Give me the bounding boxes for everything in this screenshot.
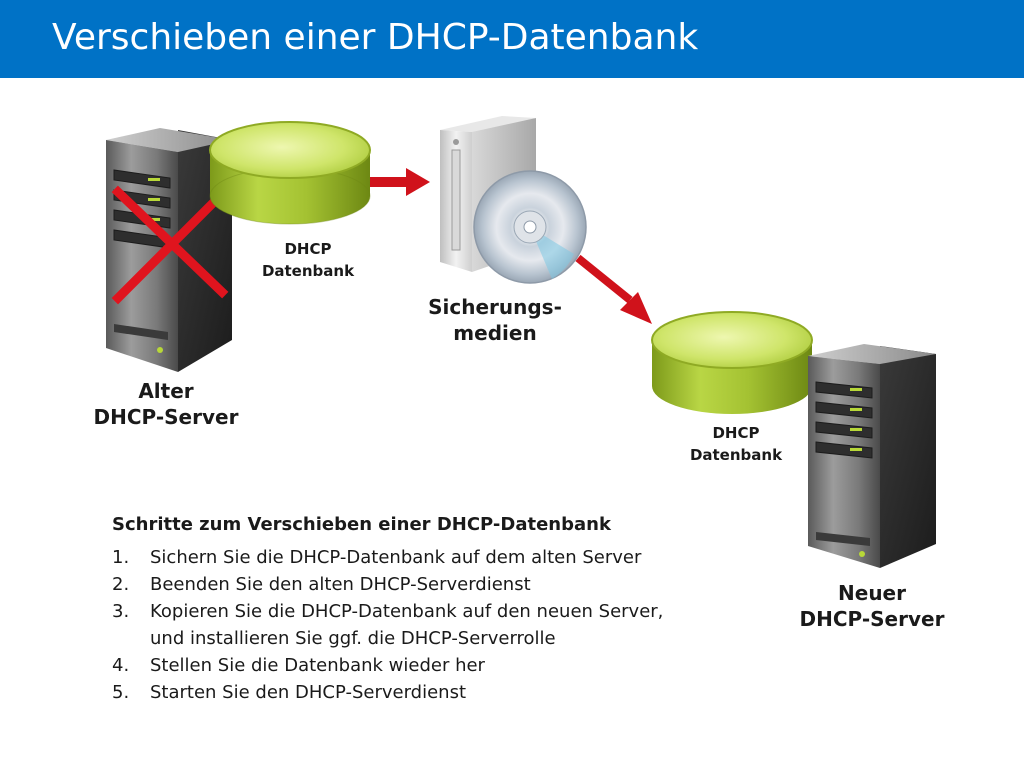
new-database-label-line1: DHCP xyxy=(712,424,760,442)
arrow-icon xyxy=(575,254,652,324)
list-item: 2. Beenden Sie den alten DHCP-Serverdien… xyxy=(112,571,752,598)
slide-title: Verschieben einer DHCP-Datenbank xyxy=(52,17,699,58)
new-database-icon xyxy=(651,311,813,414)
old-server-label-line2: DHCP-Server xyxy=(93,405,239,429)
step-number: 3. xyxy=(112,601,130,622)
backup-media-label-line1: Sicherungs- xyxy=(428,295,562,319)
backup-media-label: Sicherungs- medien xyxy=(410,294,580,346)
step-number: 4. xyxy=(112,655,130,676)
steps-list: 1. Sichern Sie die DHCP-Datenbank auf de… xyxy=(112,544,752,706)
step-text: Stellen Sie die Datenbank wieder her xyxy=(150,655,485,676)
old-server-label: Alter DHCP-Server xyxy=(76,378,256,430)
steps-panel: Schritte zum Verschieben einer DHCP-Date… xyxy=(112,512,752,706)
cross-icon xyxy=(111,185,229,305)
old-database-label: DHCP Datenbank xyxy=(248,238,368,282)
old-database-label-line1: DHCP xyxy=(284,240,332,258)
step-number: 1. xyxy=(112,547,130,568)
step-text: Sichern Sie die DHCP-Datenbank auf dem a… xyxy=(150,547,642,568)
title-bar: Verschieben einer DHCP-Datenbank xyxy=(0,0,1024,78)
new-server-label-line2: DHCP-Server xyxy=(799,607,945,631)
disc-icon xyxy=(473,170,587,284)
step-number: 5. xyxy=(112,682,130,703)
list-item: 4. Stellen Sie die Datenbank wieder her xyxy=(112,652,752,679)
arrow-icon xyxy=(370,168,430,196)
backup-media-label-line2: medien xyxy=(453,321,537,345)
step-text: Beenden Sie den alten DHCP-Serverdienst xyxy=(150,574,531,595)
step-text: Kopieren Sie die DHCP-Datenbank auf den … xyxy=(150,601,664,649)
old-server-label-line1: Alter xyxy=(138,379,194,403)
step-text: Starten Sie den DHCP-Serverdienst xyxy=(150,682,467,703)
list-item: 3. Kopieren Sie die DHCP-Datenbank auf d… xyxy=(112,598,752,652)
new-database-label: DHCP Datenbank xyxy=(676,422,796,466)
new-server-label-line1: Neuer xyxy=(838,581,906,605)
list-item: 1. Sichern Sie die DHCP-Datenbank auf de… xyxy=(112,544,752,571)
list-item: 5. Starten Sie den DHCP-Serverdienst xyxy=(112,679,752,706)
new-server-icon xyxy=(808,344,936,568)
old-database-icon xyxy=(209,121,371,225)
steps-heading: Schritte zum Verschieben einer DHCP-Date… xyxy=(112,514,611,535)
step-number: 2. xyxy=(112,574,130,595)
old-database-label-line2: Datenbank xyxy=(261,262,355,280)
new-server-label: Neuer DHCP-Server xyxy=(782,580,962,632)
new-database-label-line2: Datenbank xyxy=(689,446,783,464)
